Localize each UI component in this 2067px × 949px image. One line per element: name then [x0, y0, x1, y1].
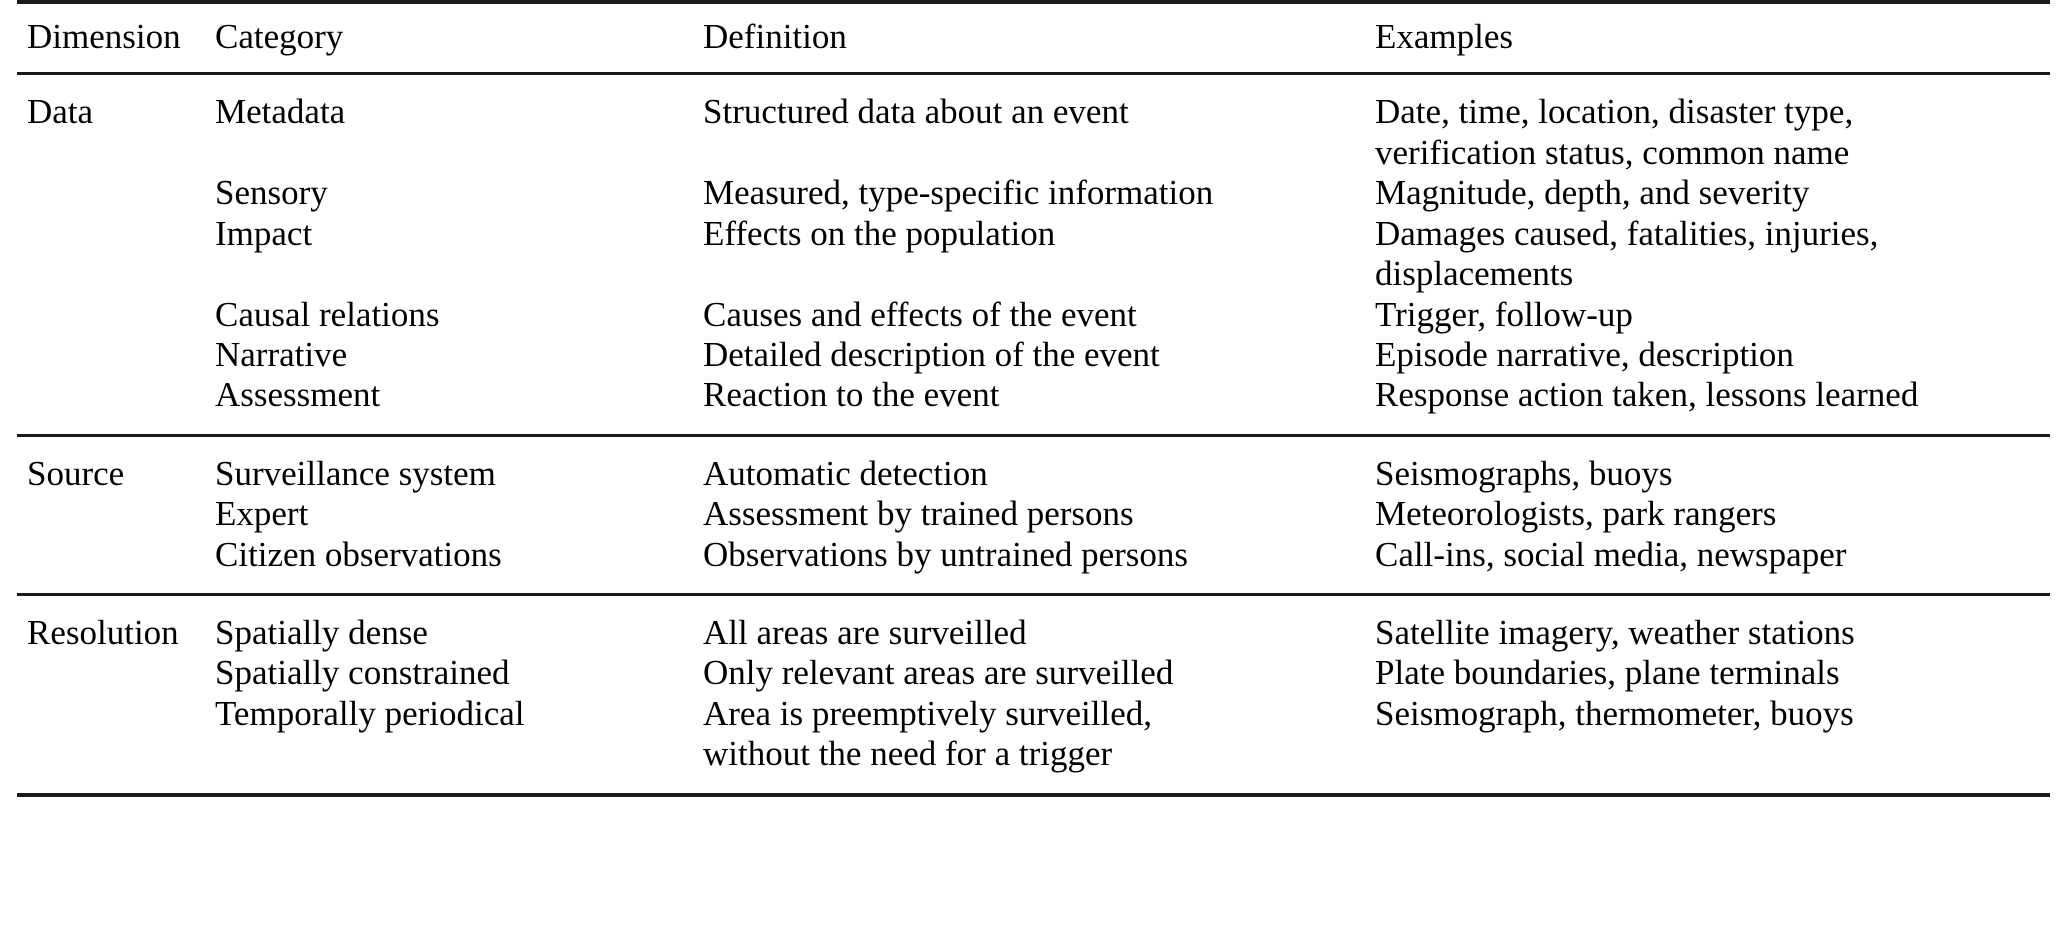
- cell-dimension: [17, 375, 208, 435]
- header-row: Dimension Category Definition Examples: [17, 4, 2050, 74]
- cell-dimension: Resolution: [27, 613, 179, 653]
- cell-examples: Call-ins, social media, newspaper: [1375, 534, 1847, 574]
- cell-category: Narrative: [215, 334, 348, 374]
- table-row: Impact Effects on the population Damages c…: [17, 214, 2050, 295]
- cell-dimension: [17, 494, 208, 534]
- table-row: Sensory Measured, type-specific informati…: [17, 173, 2050, 213]
- cell-examples: Plate boundaries, plane terminals: [1375, 653, 1840, 693]
- table-row: Assessment Reaction to the event Response …: [17, 375, 2050, 435]
- cell-category: Metadata: [215, 92, 346, 132]
- cell-dimension: [17, 694, 208, 795]
- cell-dimension: [17, 335, 208, 375]
- dimension-taxonomy-table: Dimension Category Definition Examples D…: [17, 0, 2050, 799]
- cell-definition: Effects on the population: [703, 213, 1056, 253]
- header-rule: [17, 72, 2050, 77]
- cell-definition: Reaction to the event: [703, 375, 1000, 415]
- column-header-examples: Examples: [1375, 17, 1514, 56]
- cell-dimension: [17, 173, 208, 213]
- cell-examples: Satellite imagery, weather stations: [1375, 613, 1855, 653]
- cell-definition: Observations by untrained persons: [703, 534, 1189, 574]
- table-row: Spatially constrained Only relevant areas…: [17, 653, 2050, 693]
- cell-examples: Date, time, location, disaster type, ver…: [1375, 92, 1854, 172]
- cell-examples: Magnitude, depth, and severity: [1375, 173, 1810, 213]
- column-header-dimension: Dimension: [27, 17, 181, 56]
- cell-examples: Response action taken, lessons learned: [1375, 375, 1919, 415]
- cell-examples: Meteorologists, park rangers: [1375, 494, 1777, 534]
- table-row: Narrative Detailed description of the eve…: [17, 335, 2050, 375]
- table-row: Citizen observations Observations by untr…: [17, 535, 2050, 595]
- cell-examples: Seismographs, buoys: [1375, 453, 1673, 493]
- cell-dimension: [17, 295, 208, 335]
- cell-definition: Causes and effects of the event: [703, 294, 1137, 334]
- cell-examples: Episode narrative, description: [1375, 334, 1794, 374]
- column-header-definition: Definition: [703, 17, 847, 56]
- cell-dimension: [17, 535, 208, 595]
- table-header: Dimension Category Definition Examples: [17, 0, 2050, 77]
- column-header-category: Category: [215, 17, 344, 56]
- cell-definition: Measured, type-specific information: [703, 173, 1214, 213]
- cell-category: Impact: [215, 213, 313, 253]
- group-rule: [17, 593, 2050, 597]
- cell-dimension: Data: [27, 92, 94, 132]
- cell-definition: All areas are surveilled: [703, 613, 1027, 653]
- cell-category: Spatially constrained: [215, 653, 510, 693]
- table-row: Expert Assessment by trained persons Meteo…: [17, 494, 2050, 534]
- cell-category: Expert: [215, 494, 309, 534]
- group-rule: [17, 434, 2050, 438]
- cell-examples: Seismograph, thermometer, buoys: [1375, 693, 1854, 733]
- cell-definition: Automatic detection: [703, 453, 988, 493]
- cell-definition: Structured data about an event: [703, 92, 1129, 132]
- table-row: Temporally periodical Area is preemptivel…: [17, 694, 2050, 795]
- cell-category: Assessment: [215, 375, 381, 415]
- cell-dimension: [17, 214, 208, 295]
- cell-examples: Damages caused, fatalities, injuries, di…: [1375, 213, 1879, 294]
- cell-definition: Detailed description of the event: [703, 334, 1160, 374]
- cell-category: Surveillance system: [215, 453, 496, 493]
- cell-examples: Trigger, follow-up: [1375, 294, 1633, 334]
- table-row: Causal relations Causes and effects of th…: [17, 295, 2050, 335]
- table-row: Resolution Spatially dense All areas are s…: [17, 596, 2050, 653]
- bottom-rule: [17, 792, 2050, 799]
- cell-definition: Area is preemptively surveilled, without…: [703, 693, 1153, 774]
- cell-category: Temporally periodical: [215, 693, 525, 733]
- cell-category: Spatially dense: [215, 613, 428, 653]
- cell-category: Citizen observations: [215, 534, 502, 574]
- table-row: Source Surveillance system Automatic detec…: [17, 437, 2050, 494]
- cell-dimension: [17, 653, 208, 693]
- cell-definition: Assessment by trained persons: [703, 494, 1134, 534]
- table-row: Data Metadata Structured data about an eve…: [17, 75, 2050, 173]
- cell-category: Sensory: [215, 173, 328, 213]
- cell-definition: Only relevant areas are surveilled: [703, 653, 1174, 693]
- cell-category: Causal relations: [215, 294, 440, 334]
- table-body: Data Metadata Structured data about an eve…: [17, 75, 2050, 799]
- cell-dimension: Source: [27, 453, 125, 493]
